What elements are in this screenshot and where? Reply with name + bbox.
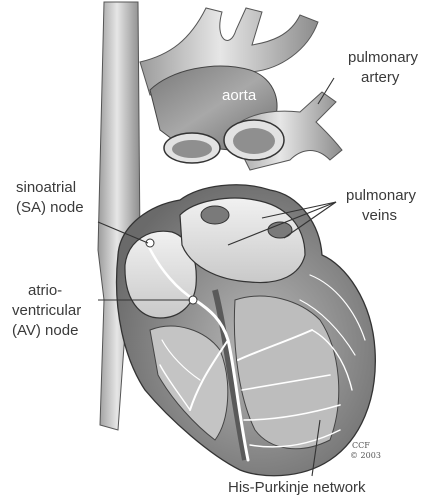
label-sa-node-line2: (SA) node [16,199,84,216]
av-node [189,296,197,304]
label-pulmonary-veins-line2: veins [362,207,397,224]
credit-line2: © 2003 [350,451,381,460]
vessel-opening-left-inner [172,140,212,158]
label-sa-node-line1: sinoatrial [16,179,76,196]
label-his-purkinje: His-Purkinje network [228,479,366,496]
label-pulmonary-artery-line1: pulmonary [348,49,419,66]
label-pulmonary-veins-line1: pulmonary [346,187,417,204]
credit-line1: CCF [352,441,370,450]
label-av-node-line2: ventricular [12,302,81,319]
pulmonary-vein-opening-1 [201,206,229,224]
label-av-node-line3: (AV) node [12,322,78,339]
vessel-opening-right-inner [233,128,275,154]
label-pulmonary-artery-line2: artery [361,69,400,86]
label-aorta: aorta [222,87,257,104]
label-av-node-line1: atrio- [28,282,62,299]
